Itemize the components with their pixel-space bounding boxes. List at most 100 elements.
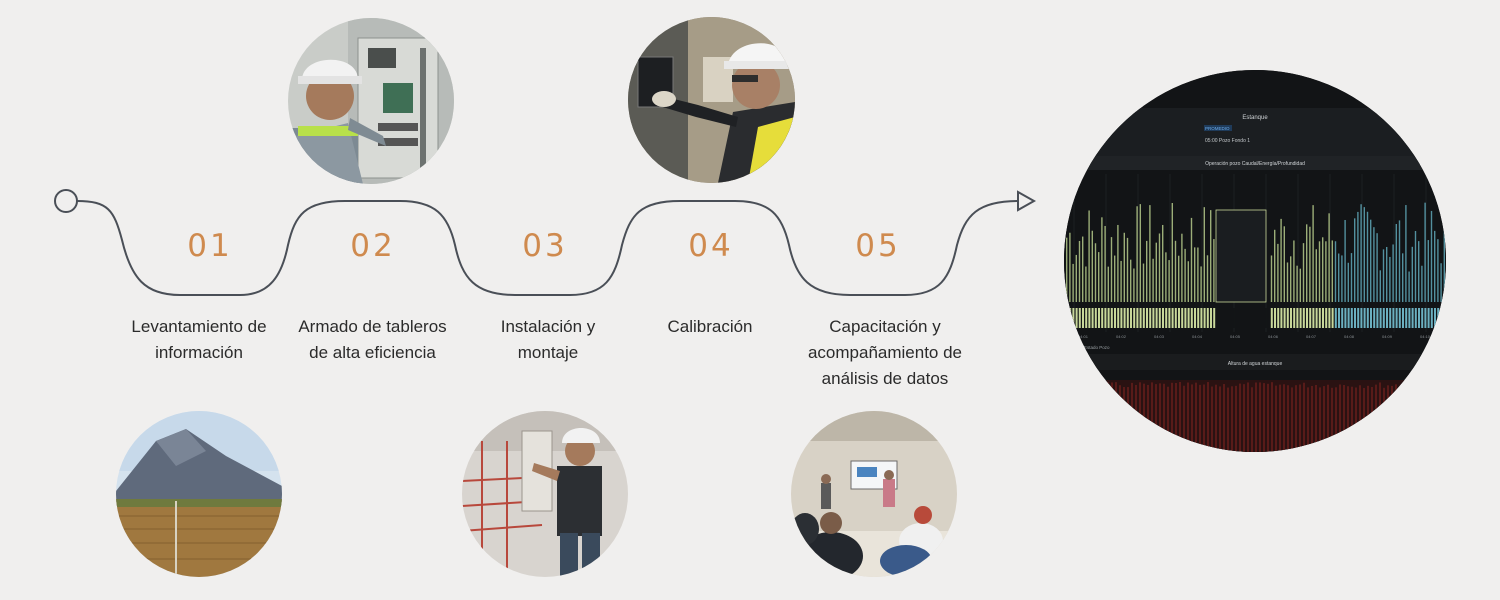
dashboard-bar xyxy=(1200,266,1202,302)
dashboard-status-bar xyxy=(1318,308,1321,328)
dashboard-bar xyxy=(1155,242,1157,302)
dashboard-status-bar xyxy=(1411,308,1414,328)
dashboard-status-bar xyxy=(1222,308,1225,328)
dashboard-status-bar xyxy=(1405,308,1408,328)
dashboard-bar xyxy=(1136,206,1138,302)
dashboard-bar xyxy=(1296,265,1298,302)
dashboard-bar xyxy=(1411,246,1413,302)
dashboard-bar xyxy=(1427,240,1429,302)
dashboard-status-bar xyxy=(1098,308,1100,328)
dashboard-bar xyxy=(1171,203,1173,302)
dashboard-status-bar xyxy=(1395,308,1398,328)
dashboard-status-bar xyxy=(1082,308,1084,328)
dashboard-status-bar xyxy=(1270,308,1273,328)
dashboard-x-tick: 04:04 xyxy=(1192,334,1203,339)
dashboard-bar xyxy=(1341,255,1343,302)
dashboard-bar xyxy=(1354,218,1356,302)
dashboard-status-bar xyxy=(1267,308,1270,328)
dashboard-bar xyxy=(1408,271,1410,302)
dashboard-bar xyxy=(1165,252,1167,302)
dashboard-status-bar xyxy=(1216,308,1219,328)
dashboard-status-bar xyxy=(1286,308,1289,328)
dashboard-status-bar xyxy=(1370,308,1372,328)
dashboard-bar xyxy=(1440,263,1442,302)
dashboard-status-bar xyxy=(1402,308,1404,328)
dashboard-bar xyxy=(1091,230,1093,302)
dashboard-status-bar xyxy=(1379,308,1382,328)
dashboard-status-bar xyxy=(1334,308,1337,328)
dashboard-bar xyxy=(1283,226,1285,302)
dashboard-status-bar xyxy=(1088,308,1091,328)
dashboard-bar xyxy=(1078,240,1081,302)
dashboard-bar xyxy=(1114,255,1116,302)
dashboard-status-bar xyxy=(1162,308,1164,328)
dashboard-bar xyxy=(1270,255,1273,302)
dashboard-bar xyxy=(1277,243,1279,302)
step-label-03: Instalación y montaje xyxy=(500,317,596,362)
arrow-head-icon xyxy=(1017,190,1037,212)
dashboard-bar xyxy=(1395,223,1397,302)
dashboard-bar xyxy=(1322,237,1324,302)
dashboard-x-tick: 04:06 xyxy=(1268,334,1279,339)
timeline-start-circle xyxy=(54,189,78,213)
dashboard-x-tick: 04:09 xyxy=(1382,334,1393,339)
dashboard-bar xyxy=(1398,220,1401,302)
dashboard-status-bar xyxy=(1354,308,1356,328)
dashboard-status-bar xyxy=(1392,308,1395,328)
dashboard-status-bar xyxy=(1187,308,1190,328)
dashboard-status-bar xyxy=(1325,308,1328,328)
dashboard-bar xyxy=(1437,239,1439,302)
dashboard-status-bar xyxy=(1283,308,1286,328)
dashboard-status-bar xyxy=(1315,308,1318,328)
dashboard-bar xyxy=(1075,254,1077,302)
dashboard-bar xyxy=(1280,218,1282,302)
dashboard-status-bar xyxy=(1245,308,1248,328)
step-label-01: Levantamiento de información xyxy=(131,317,267,362)
dashboard-bar xyxy=(1306,224,1308,302)
dashboard-status-bar xyxy=(1178,308,1180,328)
dashboard-bar xyxy=(1344,219,1346,302)
dashboard-status-bar xyxy=(1414,308,1417,328)
dashboard-bar xyxy=(1290,256,1292,302)
dashboard-bar xyxy=(1206,255,1209,302)
dashboard-status-bar xyxy=(1312,308,1315,328)
dashboard-bar xyxy=(1146,240,1148,302)
dashboard-status-bar xyxy=(1165,308,1168,328)
dashboard-screenshot: Estanque PROMEDIO 05:00 Pozo Fondo 1 Ope… xyxy=(1064,70,1446,452)
dashboard-status-bar xyxy=(1184,308,1187,328)
dashboard-status-bar xyxy=(1206,308,1209,328)
dashboard-status-bar xyxy=(1200,308,1203,328)
dashboard-status-bar xyxy=(1408,308,1411,328)
dashboard-bar xyxy=(1382,249,1385,302)
step-label-05: Capacitación y acompañamiento de análisi… xyxy=(807,317,963,388)
dashboard-bar xyxy=(1379,270,1381,302)
step-number-02: 02 xyxy=(350,228,396,264)
dashboard-panel-value: 05:00 Pozo Fondo 1 xyxy=(1205,138,1250,144)
dashboard-status-bar xyxy=(1350,308,1353,328)
dashboard-status-bar xyxy=(1254,308,1257,328)
dashboard-status-bar xyxy=(1373,308,1376,328)
worker-installation-photo-icon xyxy=(462,411,628,577)
dashboard-status-bar xyxy=(1338,308,1340,328)
dashboard-status-bar xyxy=(1363,308,1366,328)
dashboard-status-bar xyxy=(1347,308,1350,328)
dashboard-x-tick: 04:01 xyxy=(1078,334,1089,339)
dashboard-bar xyxy=(1210,210,1212,302)
dashboard-status-bar xyxy=(1357,308,1360,328)
dashboard-bar xyxy=(1142,263,1145,302)
dashboard-bar xyxy=(1072,263,1074,302)
dashboard-status-bar xyxy=(1293,308,1296,328)
dashboard-status-bar xyxy=(1434,308,1436,328)
dashboard-panel-title: Estanque xyxy=(1242,115,1268,121)
dashboard-bar xyxy=(1152,258,1154,302)
dashboard-status-bar xyxy=(1229,308,1232,328)
dashboard-bar xyxy=(1130,259,1132,302)
dashboard-status-bar xyxy=(1302,308,1305,328)
dashboard-bar xyxy=(1293,240,1295,302)
dashboard-status-bar xyxy=(1203,308,1206,328)
dashboard-bar xyxy=(1162,224,1164,302)
dashboard-bar xyxy=(1434,230,1436,302)
dashboard-status-bar xyxy=(1299,308,1302,328)
dashboard-status-bar xyxy=(1130,308,1132,328)
